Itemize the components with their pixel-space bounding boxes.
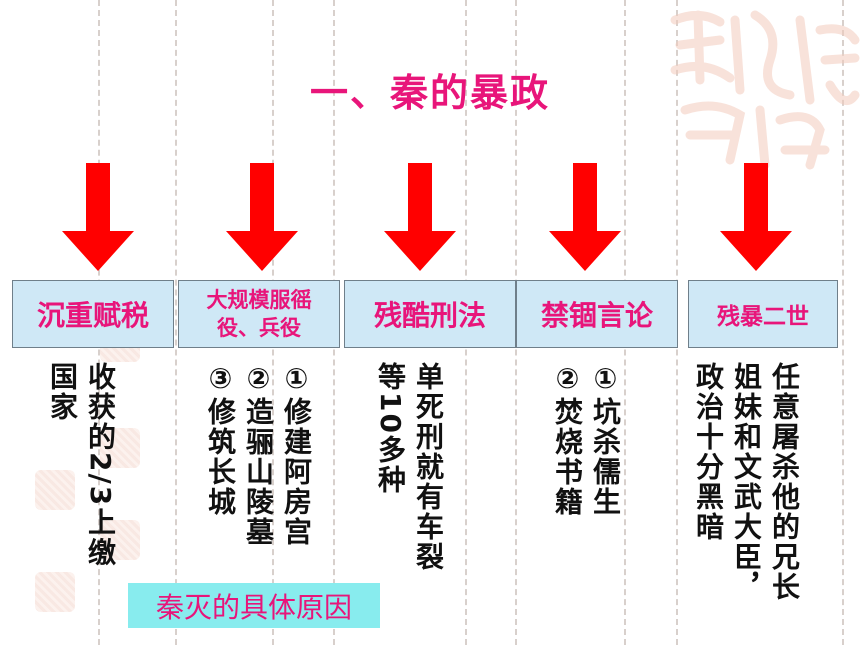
detail-line: 收获的2/3上缴 [84, 362, 117, 568]
category-label: 大规模服徭役、兵役 [206, 287, 312, 340]
detail-line: ②造骊山陵墓 [242, 362, 275, 547]
detail-line: 任意屠杀他的兄长 [768, 362, 801, 602]
seal-stamp-decoration [35, 572, 75, 612]
seal-stamp-decoration [35, 470, 75, 510]
grid-line [842, 0, 844, 645]
detail-line: 姐妹和文武大臣， [730, 362, 763, 602]
detail-line: 政治十分黑暗 [692, 362, 725, 542]
category-box-labor: 大规模服徭役、兵役 [178, 280, 340, 348]
detail-line: ③修筑长城 [204, 362, 237, 517]
category-box-taxes: 沉重赋税 [12, 280, 174, 348]
category-label: 残暴二世 [717, 304, 809, 330]
down-arrow-icon [62, 163, 134, 271]
conclusion-label: 秦灭的具体原因 [128, 583, 380, 628]
detail-line: 国家 [46, 362, 79, 422]
detail-line: ②焚烧书籍 [551, 362, 584, 517]
category-label: 禁锢言论 [540, 299, 653, 332]
category-box-speech: 禁锢言论 [516, 280, 678, 348]
page-title: 一、秦的暴政 [309, 71, 550, 115]
down-arrow-icon [226, 163, 298, 271]
down-arrow-icon [549, 163, 621, 271]
details-speech: ①坑杀儒生 ②焚烧书籍 [551, 362, 622, 517]
calligraphy-seal-decoration [670, 10, 860, 170]
details-taxes: 收获的2/3上缴 国家 [46, 362, 117, 568]
detail-line: 单死刑就有车裂 [412, 362, 445, 572]
details-second-emperor: 任意屠杀他的兄长 姐妹和文武大臣， 政治十分黑暗 [692, 362, 801, 602]
details-punishment: 单死刑就有车裂 等10多种 [374, 362, 445, 572]
detail-line: ①修建阿房宫 [280, 362, 313, 547]
detail-line: 等10多种 [374, 362, 407, 495]
down-arrow-icon [384, 163, 456, 271]
category-label: 残酷刑法 [373, 299, 486, 332]
grid-line [175, 0, 177, 645]
seal-stamp-decoration [100, 428, 140, 468]
category-box-punishment: 残酷刑法 [344, 280, 516, 348]
down-arrow-icon [720, 163, 792, 271]
seal-stamp-decoration [100, 520, 140, 560]
category-box-second-emperor: 残暴二世 [688, 280, 838, 348]
detail-line: ①坑杀儒生 [589, 362, 622, 517]
category-label: 沉重赋税 [36, 299, 149, 332]
details-labor: ①修建阿房宫 ②造骊山陵墓 ③修筑长城 [204, 362, 313, 547]
